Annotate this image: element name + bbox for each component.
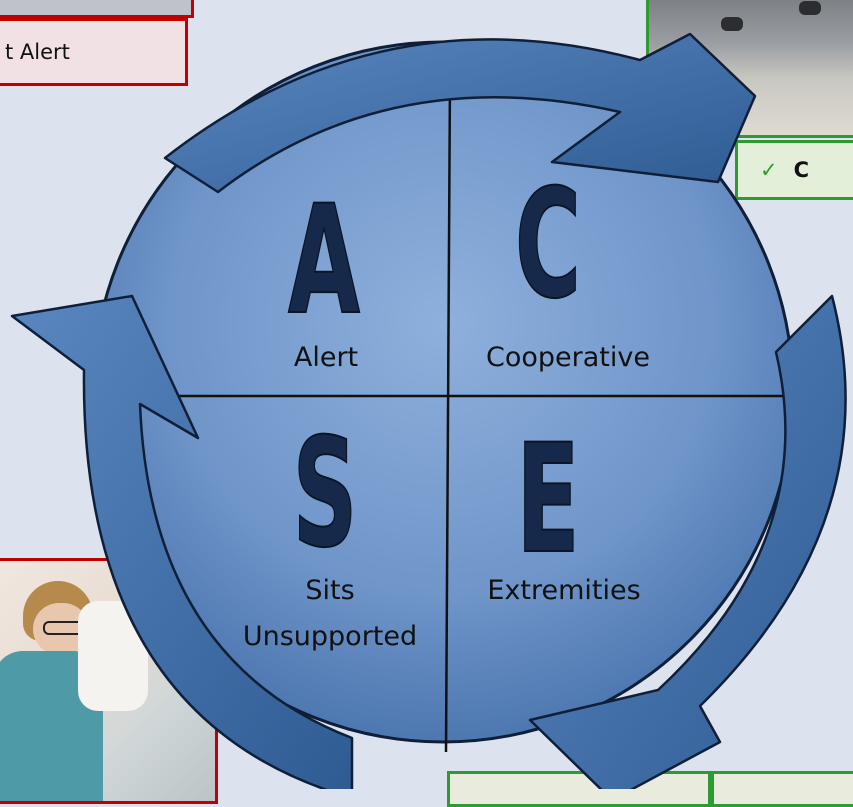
letter-a: A [288,174,360,348]
callout-top-left-text: t Alert [5,40,70,64]
label-cooperative: Cooperative [486,342,650,373]
arrow-right [528,294,847,789]
photo-shoe-1 [721,17,743,31]
arrow-top [163,32,757,194]
callout-top-left: t Alert [0,18,188,86]
callout-top-right: ✓ C [735,140,853,200]
check-icon: ✓ [760,158,778,182]
letter-c: C [515,158,581,333]
photo-shoe-2 [799,1,821,15]
acse-diagram: A C S E Alert Cooperative Sits Unsupport… [10,32,847,789]
arrow-left [10,294,354,789]
callout-top-right-text: C [793,158,810,182]
label-sits: Sits [305,575,354,606]
letter-e: E [516,413,580,587]
label-unsupported: Unsupported [243,621,417,652]
letter-s: S [293,407,358,582]
label-alert: Alert [294,342,358,373]
divider-vertical [444,74,452,753]
label-extremities: Extremities [487,575,640,606]
photo-top-left [0,0,194,18]
